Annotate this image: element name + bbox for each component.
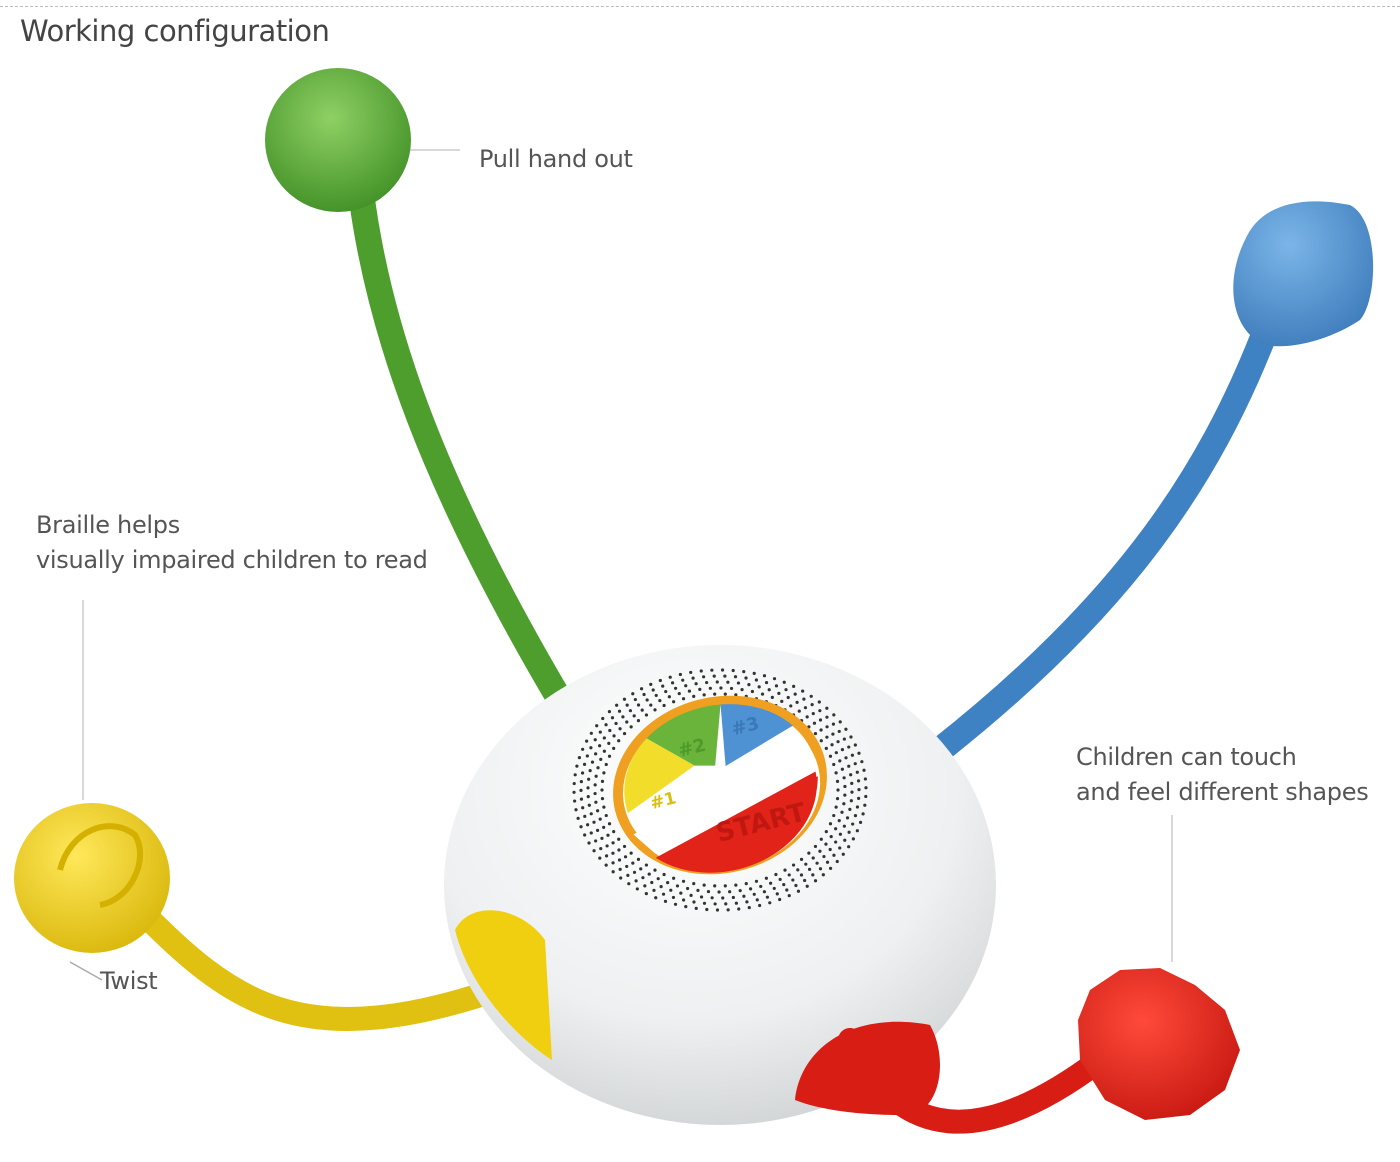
shapes-label-line2: and feel different shapes <box>1076 778 1369 806</box>
blue-arm <box>927 327 1275 763</box>
green-arm <box>349 187 573 713</box>
hand-print-icon <box>57 823 143 908</box>
page-title: Working configuration <box>20 14 330 48</box>
blue-hand-shape <box>1233 201 1374 347</box>
speaker-dots <box>572 668 868 912</box>
twist-leader-line <box>69 961 103 981</box>
braille-label-line1: Braille helps <box>36 511 180 539</box>
slot-2-segment[interactable] <box>643 703 735 780</box>
start-button[interactable]: #1 #2 #3 START <box>594 673 846 896</box>
braille-label-line2: visually impaired children to read <box>36 546 428 574</box>
shapes-label-line1: Children can touch <box>1076 743 1297 771</box>
toy-body <box>444 645 996 1125</box>
top-dashed-divider <box>0 6 1400 7</box>
pull-hand-out-label: Pull hand out <box>479 145 633 173</box>
red-arm <box>838 1028 1112 1134</box>
slot-3-segment[interactable] <box>711 689 799 767</box>
twist-label: Twist <box>100 967 158 995</box>
slot-1-segment[interactable] <box>611 729 702 814</box>
yellow-hand-disc <box>14 803 170 953</box>
red-gear-knob <box>1078 968 1240 1120</box>
yellow-socket <box>455 910 552 1060</box>
green-ball-hand <box>265 68 411 212</box>
yellow-arm <box>128 898 522 1031</box>
